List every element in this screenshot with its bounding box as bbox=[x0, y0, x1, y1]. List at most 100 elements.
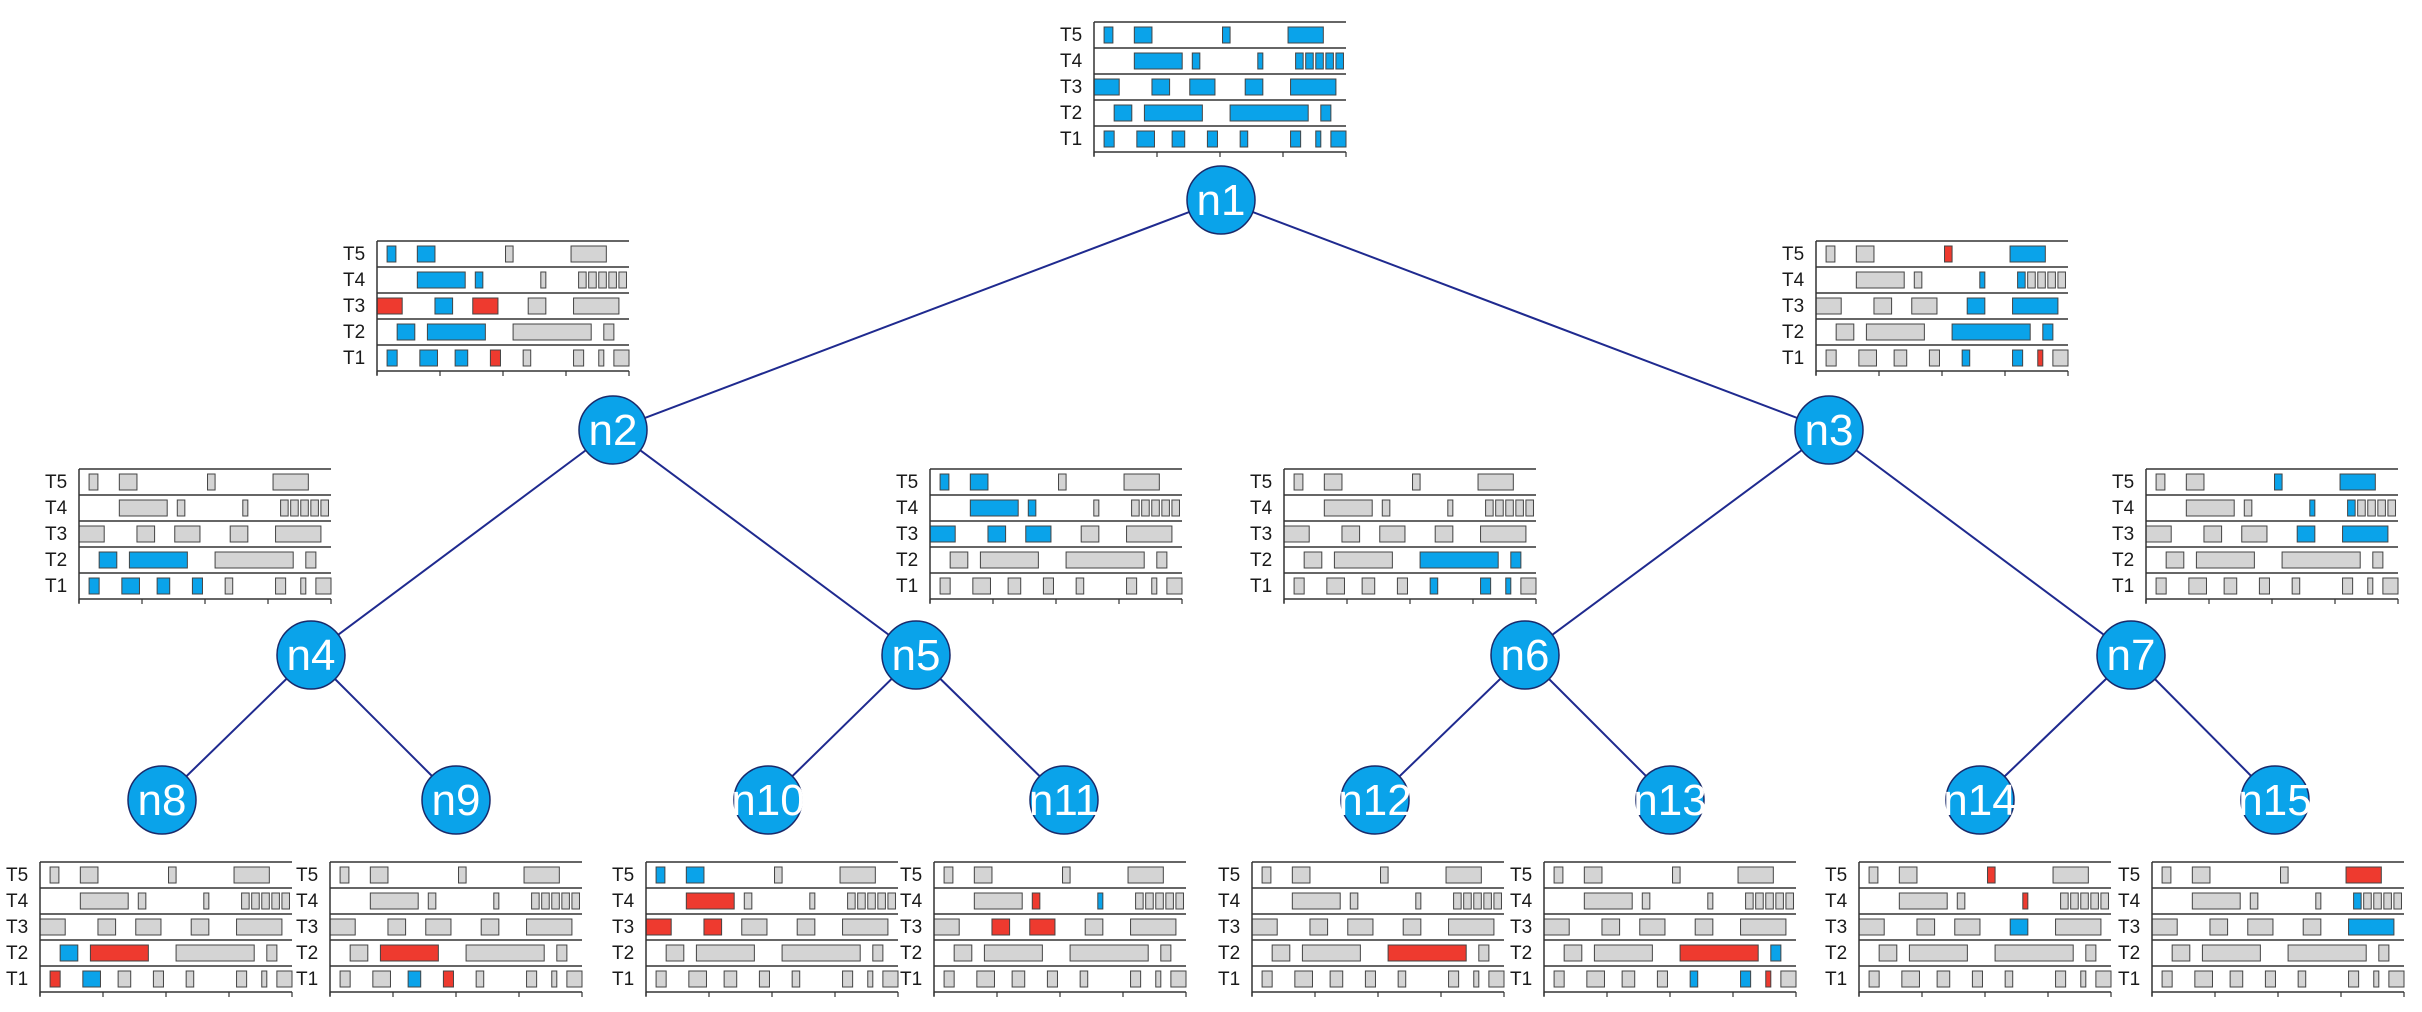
task-bar-t5 bbox=[1123, 473, 1160, 491]
task-bar-t1 bbox=[2052, 349, 2069, 367]
node-circle bbox=[1340, 765, 1410, 835]
task-bar-t4 bbox=[1131, 499, 1140, 517]
track-label-t5: T5 bbox=[1060, 25, 1082, 46]
task-bar-t2 bbox=[465, 944, 545, 962]
track-label-t4: T4 bbox=[1510, 891, 1533, 912]
task-bar-t4 bbox=[1031, 892, 1041, 910]
task-bar-t3 bbox=[1029, 918, 1056, 936]
task-bar-t4 bbox=[2070, 892, 2079, 910]
task-bar-t2 bbox=[695, 944, 755, 962]
node-label: n4 bbox=[287, 631, 336, 680]
track-label-t5: T5 bbox=[343, 244, 365, 265]
track-label-t3: T3 bbox=[45, 524, 67, 545]
task-bar-t1 bbox=[1488, 970, 1505, 988]
task-bar-t3 bbox=[987, 525, 1007, 543]
task-bar-t1 bbox=[2291, 577, 2301, 595]
task-bar-t5 bbox=[1261, 866, 1272, 884]
edge-n1-n3 bbox=[1220, 199, 1830, 431]
task-bar-t1 bbox=[275, 577, 287, 595]
task-bar-t5 bbox=[969, 473, 989, 491]
task-bar-t1 bbox=[943, 970, 955, 988]
task-bar-t3 bbox=[2241, 525, 2268, 543]
task-bar-t5 bbox=[1062, 866, 1071, 884]
task-bar-t4 bbox=[608, 271, 617, 289]
node-circle bbox=[733, 765, 803, 835]
task-bar-t3 bbox=[1966, 297, 1986, 315]
task-bar-t4 bbox=[1349, 892, 1359, 910]
task-bar-t5 bbox=[523, 866, 560, 884]
task-bar-t1 bbox=[2037, 349, 2044, 367]
task-bar-t3 bbox=[1130, 918, 1177, 936]
task-bar-t1 bbox=[1290, 130, 1302, 148]
task-bar-t3 bbox=[1694, 918, 1714, 936]
track-label-t5: T5 bbox=[1510, 865, 1532, 886]
track-label-t1: T1 bbox=[1782, 348, 1804, 369]
task-bar-t4 bbox=[1775, 892, 1784, 910]
task-bar-t1 bbox=[2188, 577, 2207, 595]
task-bar-t1 bbox=[386, 349, 398, 367]
task-bar-t1 bbox=[1928, 349, 1940, 367]
track-label-t1: T1 bbox=[1250, 576, 1272, 597]
task-bar-t3 bbox=[434, 297, 454, 315]
task-bar-t2 bbox=[1563, 944, 1583, 962]
task-bar-t5 bbox=[168, 866, 177, 884]
task-bar-t3 bbox=[1601, 918, 1621, 936]
task-bar-t3 bbox=[1740, 918, 1787, 936]
task-bar-t1 bbox=[688, 970, 707, 988]
task-bar-t1 bbox=[1868, 970, 1880, 988]
task-bar-t4 bbox=[369, 892, 419, 910]
task-bar-t4 bbox=[1315, 52, 1324, 70]
task-bar-t1 bbox=[1473, 970, 1480, 988]
task-bar-t1 bbox=[1396, 577, 1408, 595]
node-circle bbox=[421, 765, 491, 835]
task-bar-t1 bbox=[2373, 970, 2380, 988]
task-bar-t1 bbox=[339, 970, 351, 988]
node-label: n9 bbox=[432, 776, 481, 825]
tree-edges bbox=[161, 199, 2276, 801]
task-bar-t2 bbox=[379, 944, 439, 962]
task-bar-t1 bbox=[2348, 970, 2360, 988]
node-label: n1 bbox=[1197, 176, 1246, 225]
task-bar-t2 bbox=[1301, 944, 1361, 962]
track-label-t1: T1 bbox=[1218, 969, 1240, 990]
task-bar-t5 bbox=[386, 245, 397, 263]
node-circle bbox=[276, 620, 346, 690]
task-bar-t3 bbox=[1911, 297, 1938, 315]
task-bar-t3 bbox=[933, 918, 960, 936]
task-bar-t2 bbox=[781, 944, 861, 962]
task-bar-t2 bbox=[1770, 944, 1782, 962]
track-label-t1: T1 bbox=[612, 969, 634, 990]
task-bar-t2 bbox=[983, 944, 1043, 962]
track-label-t2: T2 bbox=[45, 550, 67, 571]
task-bar-t4 bbox=[1785, 892, 1794, 910]
task-bar-t4 bbox=[2057, 271, 2066, 289]
task-bar-t2 bbox=[2085, 944, 2097, 962]
task-bar-t4 bbox=[1093, 499, 1100, 517]
task-bar-t3 bbox=[929, 525, 956, 543]
task-bar-t4 bbox=[2047, 271, 2056, 289]
task-bar-t4 bbox=[118, 499, 168, 517]
task-bar-t3 bbox=[1858, 918, 1885, 936]
task-bar-t3 bbox=[2012, 297, 2059, 315]
task-bar-t3 bbox=[1379, 525, 1406, 543]
task-bar-t1 bbox=[236, 970, 248, 988]
task-bar-t1 bbox=[723, 970, 738, 988]
task-bar-t3 bbox=[1954, 918, 1981, 936]
task-bar-t2 bbox=[1303, 551, 1323, 569]
task-bar-t1 bbox=[475, 970, 485, 988]
task-bar-t4 bbox=[1583, 892, 1633, 910]
node-circle bbox=[2240, 765, 2310, 835]
task-bar-t5 bbox=[339, 866, 350, 884]
tree-node-n2: n2 bbox=[578, 395, 648, 465]
task-bar-t1 bbox=[573, 349, 585, 367]
track-label-t4: T4 bbox=[2112, 498, 2135, 519]
task-bar-t4 bbox=[2393, 892, 2402, 910]
task-bar-t4 bbox=[578, 271, 587, 289]
task-bar-t1 bbox=[1293, 577, 1305, 595]
track-label-t5: T5 bbox=[900, 865, 922, 886]
task-bar-t4 bbox=[1473, 892, 1482, 910]
task-bar-t1 bbox=[842, 970, 854, 988]
task-bar-t5 bbox=[2009, 245, 2046, 263]
tree-node-n8: n8 bbox=[127, 765, 197, 835]
